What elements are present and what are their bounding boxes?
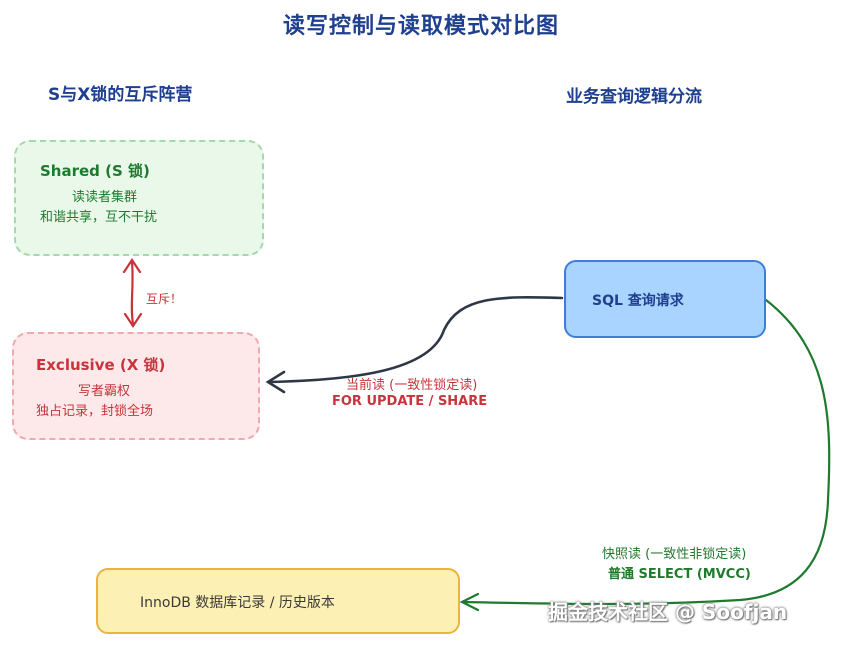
mutex-label: 互斥！ bbox=[146, 292, 183, 306]
current-read-syntax: FOR UPDATE / SHARE bbox=[332, 394, 488, 409]
exclusive-lock-box: Exclusive (X 锁) 写者霸权 独占记录，封锁全场 bbox=[12, 332, 260, 440]
mutex-double-arrow bbox=[122, 258, 143, 328]
snapshot-read-arrow bbox=[459, 298, 831, 612]
shared-lock-heading: Shared (S 锁) bbox=[40, 162, 150, 180]
sql-query-box: SQL 查询请求 bbox=[564, 260, 766, 338]
innodb-record-label: InnoDB 数据库记录 / 历史版本 bbox=[140, 595, 335, 611]
exclusive-lock-line-1: 写者霸权 bbox=[78, 384, 131, 399]
watermark: 掘金技术社区 @ Soofjan bbox=[548, 600, 788, 624]
shared-lock-line-2: 和谐共享，互不干扰 bbox=[40, 210, 158, 225]
section-label-lock-camp: S与X锁的互斥阵营 bbox=[48, 85, 193, 105]
current-read-arrow bbox=[265, 296, 564, 394]
innodb-record-box: InnoDB 数据库记录 / 历史版本 bbox=[96, 568, 460, 634]
shared-lock-line-1: 读读者集群 bbox=[72, 190, 138, 205]
sql-query-label: SQL 查询请求 bbox=[592, 293, 684, 309]
diagram-title: 读写控制与读取模式对比图 bbox=[282, 14, 559, 39]
shared-lock-box: Shared (S 锁) 读读者集群 和谐共享，互不干扰 bbox=[14, 140, 264, 256]
section-label-query-routing: 业务查询逻辑分流 bbox=[566, 87, 702, 107]
snapshot-read-label: 快照读 (一致性非锁定读) bbox=[602, 547, 747, 562]
exclusive-lock-line-2: 独占记录，封锁全场 bbox=[36, 404, 154, 419]
exclusive-lock-heading: Exclusive (X 锁) bbox=[36, 356, 166, 374]
snapshot-read-syntax: 普通 SELECT (MVCC) bbox=[608, 567, 751, 582]
current-read-label: 当前读 (一致性锁定读) bbox=[346, 378, 478, 393]
